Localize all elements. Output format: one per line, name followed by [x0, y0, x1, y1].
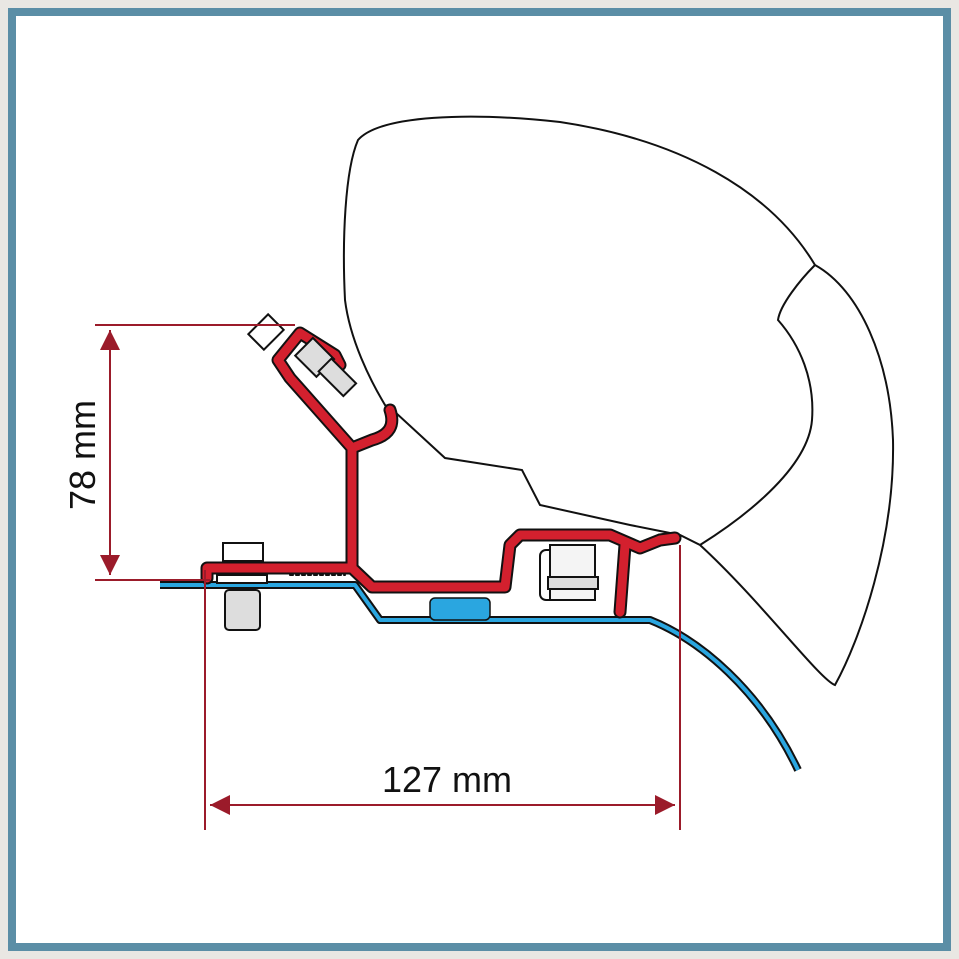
clamp-bolt	[539, 544, 599, 601]
dimension-127mm	[204, 545, 681, 830]
width-dimension-label: 127 mm	[382, 759, 512, 800]
rubber-seal	[429, 597, 491, 621]
vehicle-roof-profile	[160, 581, 802, 772]
adapter-bracket	[200, 326, 682, 619]
dimension-78mm	[95, 324, 295, 581]
bottom-bolt	[216, 542, 268, 631]
height-dimension-label: 78 mm	[62, 400, 103, 510]
awning-housing	[342, 115, 895, 687]
